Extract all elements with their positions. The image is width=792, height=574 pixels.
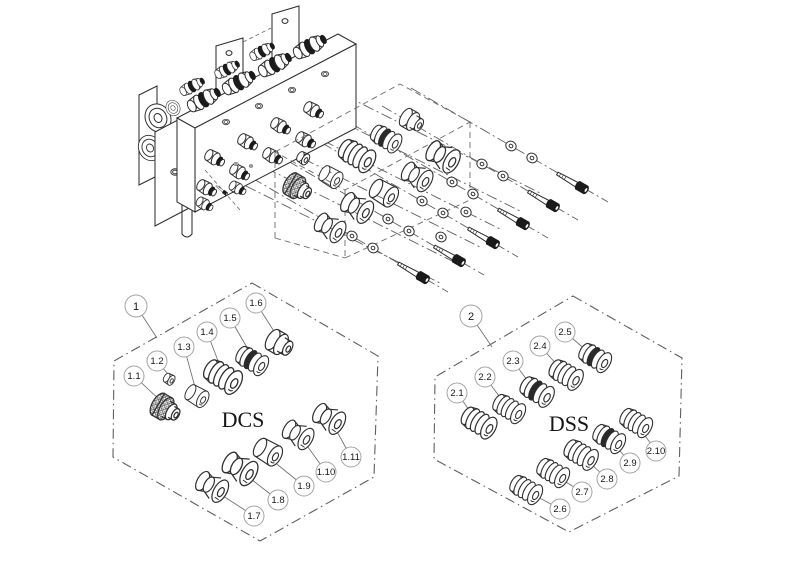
- cartridge-spool: [310, 208, 350, 246]
- washer: [414, 193, 430, 209]
- dss-title: DSS: [549, 411, 589, 436]
- svg-text:2.10: 2.10: [647, 446, 666, 457]
- balloon-2-6: 2.6: [549, 498, 571, 520]
- balloon-2-1: 2.1: [446, 382, 468, 404]
- cartridge-plug: [396, 105, 428, 136]
- dss-balloons: 2 2.1 2.2 2.3 2.4 2.5 2.6 2.7: [446, 304, 667, 520]
- svg-text:1.11: 1.11: [342, 452, 360, 463]
- part-1-10: [278, 415, 318, 453]
- svg-text:2.7: 2.7: [575, 487, 588, 498]
- cartridge-spool: [397, 157, 437, 195]
- washer: [365, 240, 381, 256]
- balloon-2-10: 2.10: [645, 440, 667, 462]
- svg-text:2.8: 2.8: [600, 474, 613, 485]
- part-1-3: [181, 381, 213, 411]
- dss-boundary: [433, 295, 683, 533]
- balloon-2: 2: [459, 304, 483, 328]
- hex-plug: [321, 70, 329, 78]
- detail-view-dss: DSS: [433, 295, 683, 533]
- manifold-block: [133, 5, 358, 238]
- washer: [465, 186, 481, 202]
- dcs-boundary: [112, 282, 379, 542]
- svg-text:2.4: 2.4: [533, 341, 546, 352]
- svg-text:1.5: 1.5: [223, 313, 236, 324]
- balloon-1-1: 1.1: [123, 365, 145, 387]
- svg-text:1.1: 1.1: [127, 371, 140, 382]
- balloon-2-5: 2.5: [554, 321, 576, 343]
- svg-text:1.4: 1.4: [200, 327, 213, 338]
- svg-text:1.9: 1.9: [297, 481, 310, 492]
- balloon-1-3: 1.3: [173, 336, 195, 358]
- svg-text:2.3: 2.3: [506, 356, 519, 367]
- hex-plug: [288, 86, 296, 94]
- balloon-1-5: 1.5: [219, 307, 241, 329]
- hex-plug-small: [233, 162, 239, 166]
- balloon-2-9: 2.9: [619, 452, 641, 474]
- cartridge-knurled-plug: [279, 169, 317, 206]
- hex-plug: [255, 102, 263, 110]
- svg-text:1.2: 1.2: [150, 356, 163, 367]
- part-1-2: [161, 371, 178, 387]
- svg-text:1.8: 1.8: [271, 495, 284, 506]
- washer: [433, 229, 449, 245]
- balloon-2-3: 2.3: [502, 350, 524, 372]
- hex-plug: [222, 118, 230, 126]
- svg-text:1: 1: [133, 301, 139, 313]
- washer: [524, 150, 540, 166]
- balloon-2-7: 2.7: [571, 481, 593, 503]
- washer: [380, 211, 396, 227]
- washer: [344, 228, 360, 244]
- balloon-1: 1: [124, 294, 148, 318]
- washer: [474, 156, 490, 172]
- mount-foot: [181, 199, 193, 238]
- hex-plug-small: [248, 164, 254, 168]
- svg-text:2.5: 2.5: [558, 327, 571, 338]
- fasteners: [344, 138, 591, 286]
- balloon-2-4: 2.4: [529, 335, 551, 357]
- balloon-1-9: 1.9: [293, 475, 315, 497]
- balloon-1-4: 1.4: [196, 321, 218, 343]
- washer: [458, 204, 474, 220]
- svg-text:2.1: 2.1: [450, 388, 463, 399]
- washer: [495, 168, 511, 184]
- balloon-1-7: 1.7: [243, 505, 265, 527]
- svg-text:1.10: 1.10: [317, 467, 336, 478]
- balloon-1-8: 1.8: [267, 489, 289, 511]
- socket-screw: [465, 224, 502, 251]
- svg-text:1.7: 1.7: [247, 511, 260, 522]
- socket-screw: [554, 169, 591, 196]
- socket-screw: [395, 259, 432, 286]
- balloon-1-11: 1.11: [340, 446, 362, 468]
- svg-text:2.6: 2.6: [553, 504, 566, 515]
- balloon-1-10: 1.10: [315, 461, 337, 483]
- socket-screw: [495, 205, 532, 232]
- svg-text:2.2: 2.2: [478, 372, 491, 383]
- detail-view-dcs: DCS: [112, 282, 379, 542]
- socket-screw: [525, 187, 562, 214]
- cartridge-cylinder: [315, 162, 347, 192]
- washer: [435, 205, 451, 221]
- balloon-2-2: 2.2: [474, 366, 496, 388]
- dcs-title: DCS: [222, 407, 265, 432]
- part-1-6: [261, 326, 298, 361]
- svg-text:2: 2: [468, 311, 474, 323]
- part-1-11: [308, 399, 350, 438]
- socket-screw: [431, 242, 468, 269]
- svg-text:2.9: 2.9: [623, 458, 636, 469]
- washer: [444, 174, 460, 190]
- part-1-1: [146, 389, 186, 428]
- washer: [503, 138, 519, 154]
- svg-text:1.3: 1.3: [177, 342, 190, 353]
- balloon-1-2: 1.2: [146, 350, 168, 372]
- dcs-balloons: 1 1.1 1.2 1.3 1.4 1.5 1.6 1.7: [123, 292, 362, 527]
- svg-text:1.6: 1.6: [249, 298, 262, 309]
- assembly-view: [133, 5, 609, 293]
- balloon-1-6: 1.6: [245, 292, 267, 314]
- balloon-2-8: 2.8: [596, 468, 618, 490]
